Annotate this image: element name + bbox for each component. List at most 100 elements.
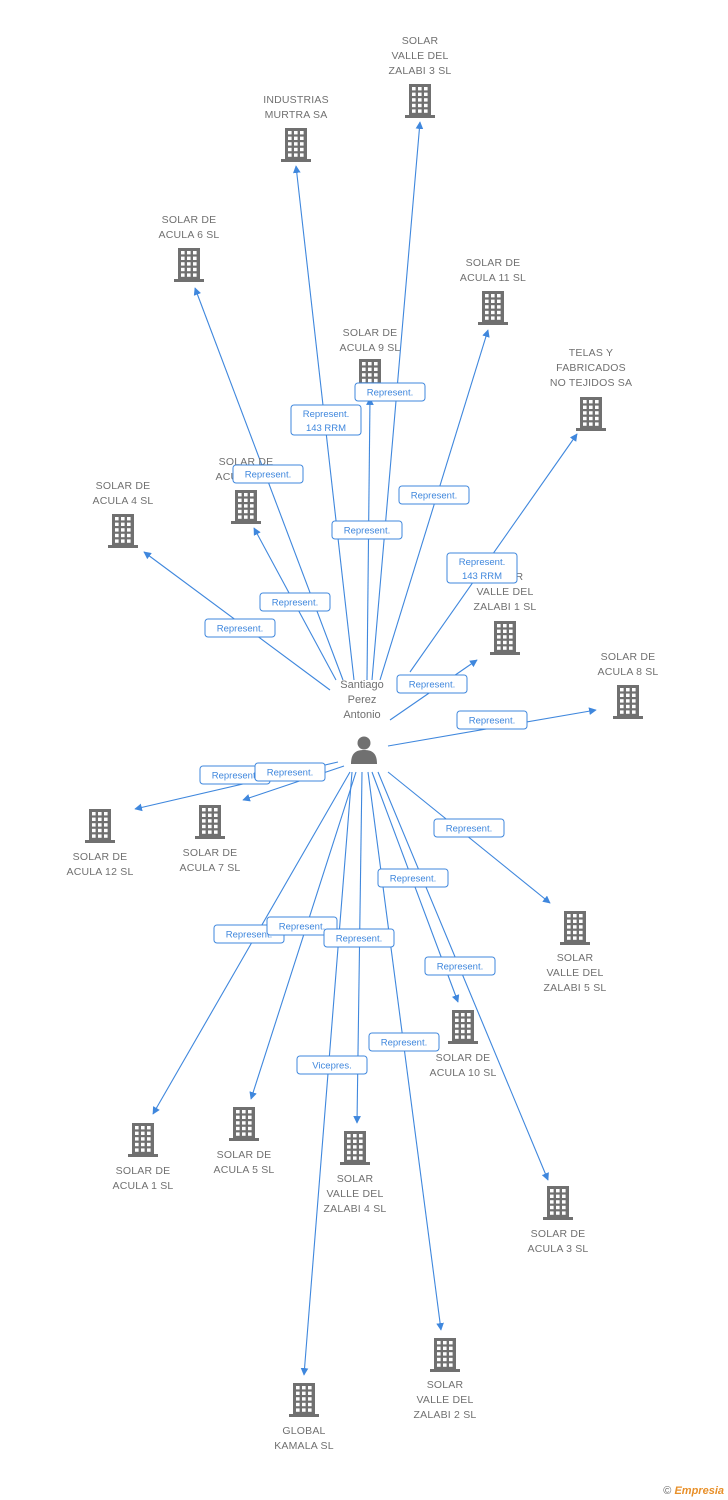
company-name-line: VALLE DEL [546,967,603,979]
company-name-line: ZALABI 2 SL [414,1409,477,1421]
company-name-line: SOLAR DE [73,851,128,863]
edge-label-kamala[interactable]: Vicepres. [296,1055,368,1075]
edge-label-text: Represent. [217,624,263,635]
edge-label-murtra[interactable]: Represent.143 RRM [290,404,362,436]
building-icon [128,1123,158,1157]
edge-label-text: Represent. [446,824,492,835]
company-name-line: SOLAR DE [436,1052,491,1064]
company-name-line: KAMALA SL [274,1440,334,1452]
company-name-line: ZALABI 1 SL [474,601,537,613]
edge-label-acula3[interactable]: Represent. [424,956,496,976]
building-icon [229,1107,259,1141]
footer-brand[interactable]: © Empresia [663,1485,724,1497]
company-name-line: SOLAR DE [601,651,656,663]
company-name-line: VALLE DEL [476,586,533,598]
building-icon [405,84,435,118]
building-icon [613,685,643,719]
building-icon [85,809,115,843]
company-node-zalabi5[interactable]: SOLAR VALLE DEL ZALABI 5 SL [544,911,607,994]
edge-label-zalabi2[interactable]: Represent. [368,1032,440,1052]
company-name-line: SOLAR [402,35,439,47]
company-name-line: ZALABI 3 SL [389,65,452,77]
company-name-line: TELAS Y [569,347,613,359]
company-node-zalabi2[interactable]: SOLAR VALLE DEL ZALABI 2 SL [414,1338,477,1421]
company-name-line: ACULA 9 SL [340,342,401,354]
company-name-line: SOLAR [427,1379,464,1391]
edge-line-acula3 [377,771,549,1181]
company-name-line: ACULA 10 SL [430,1067,497,1079]
edge-label-acula11[interactable]: Represent. [398,485,470,505]
edge-label-acula9[interactable]: Represent. [331,520,403,540]
edge-label-acula4[interactable]: Represent. [204,618,276,638]
edge-label-text: 143 RRM [462,571,502,582]
building-icon [448,1010,478,1044]
building-icon [231,490,261,524]
company-name-line: ACULA 5 SL [214,1164,275,1176]
company-name-line: SOLAR [557,952,594,964]
company-name-line: VALLE DEL [416,1394,473,1406]
edge-label-acula5[interactable]: Represent. [266,916,338,936]
edge-label-text: Represent. [469,716,515,727]
edge-label-acula8[interactable]: Represent. [456,710,528,730]
company-node-acula10[interactable]: SOLAR DE ACULA 10 SL [430,1010,497,1079]
person-name-line: Perez [348,694,377,706]
company-name-line: INDUSTRIAS [263,94,329,106]
edge-label-zalabi3[interactable]: Represent. [354,382,426,402]
edge-label-text: Represent. [381,1038,427,1049]
edge-label-text: Represent. [226,930,272,941]
person-name-line: Antonio [343,709,380,721]
edge-line-acula7 [242,765,345,802]
company-node-acula7[interactable]: SOLAR DE ACULA 7 SL [180,805,241,874]
edge-label-text: Vicepres. [312,1061,351,1072]
company-node-acula8[interactable]: SOLAR DE ACULA 8 SL [598,651,659,719]
company-name-line: SOLAR [337,1173,374,1185]
edge-label-acula7[interactable]: Represent. [254,762,326,782]
edge-label-text: Represent. [212,771,258,782]
building-icon [281,128,311,162]
edge-label-acula10[interactable]: Represent. [377,868,449,888]
person-name-line: Santiago [340,679,383,691]
company-name-line: ACULA 11 SL [460,272,526,284]
company-node-acula11[interactable]: SOLAR DE ACULA 11 SL [460,257,526,325]
edge-labels-layer: Represent.Represent.143 RRMRepresent.Rep… [199,382,528,1075]
company-name-line: VALLE DEL [326,1188,383,1200]
edge-label-zalabi1[interactable]: Represent. [396,674,468,694]
edge-label-text: 143 RRM [306,423,346,434]
building-icon [195,805,225,839]
company-name-line: ZALABI 5 SL [544,982,607,994]
edge-label-telas[interactable]: Represent.143 RRM [446,552,518,584]
company-name-line: ACULA 8 SL [598,666,659,678]
company-name-line: SOLAR DE [183,847,238,859]
building-icon [108,514,138,548]
building-icon [490,621,520,655]
edge-label-text: Represent. [409,680,455,691]
edge-label-text: Represent. [245,470,291,481]
company-node-murtra[interactable]: INDUSTRIAS MURTRA SA [263,94,329,162]
edge-label-zalabi5[interactable]: Represent. [433,818,505,838]
company-name-line: MURTRA SA [265,109,328,121]
edge-label-text: Represent. [279,922,325,933]
building-icon [289,1383,319,1417]
edge-line-acula6 [193,287,344,681]
company-name-line: SOLAR DE [466,257,521,269]
edge-label-acula2[interactable]: Represent. [259,592,331,612]
company-name-line: ACULA 6 SL [159,229,220,241]
edge-label-text: Represent. [267,768,313,779]
edge-label-zalabi4[interactable]: Represent. [323,928,395,948]
company-name-line: ACULA 7 SL [180,862,241,874]
edge-label-acula6[interactable]: Represent. [232,464,304,484]
company-name-line: SOLAR DE [343,327,398,339]
company-name-line: FABRICADOS [556,362,626,374]
